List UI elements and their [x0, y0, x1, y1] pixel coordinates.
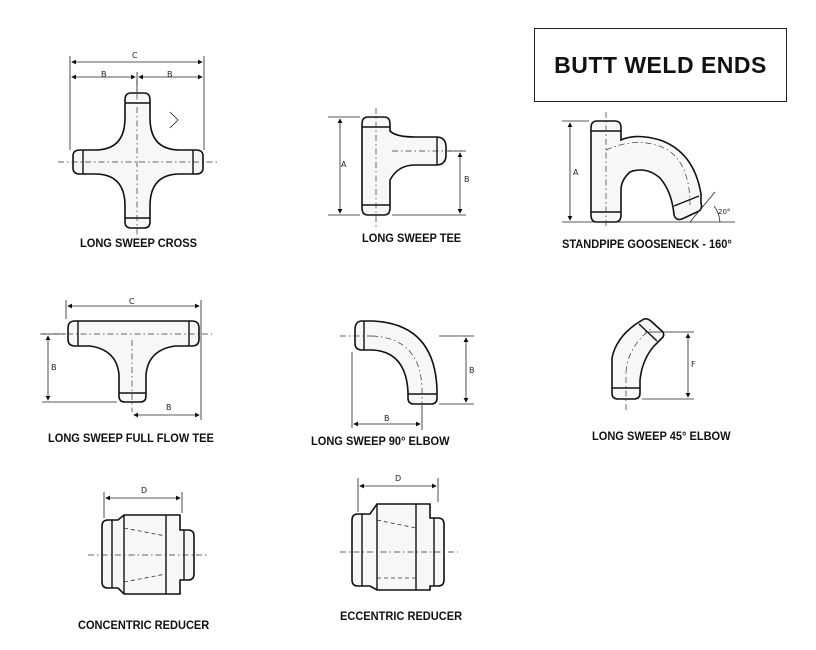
elbow-90-drawing	[340, 320, 474, 430]
cross-dim-b-right: B	[167, 70, 173, 79]
cross-dim-c: C	[132, 51, 138, 60]
gooseneck-dim-a: A	[573, 168, 579, 177]
page-title: BUTT WELD ENDS	[534, 28, 787, 102]
standpipe-gooseneck-drawing	[562, 112, 735, 228]
elbow-90-dim-b-right: B	[469, 366, 475, 375]
caption-standpipe-gooseneck: STANDPIPE GOOSENECK - 160°	[562, 237, 732, 251]
concentric-dim-d: D	[141, 486, 148, 495]
elbow-45-drawing	[611, 318, 694, 410]
elbow-45-dim-f: F	[691, 360, 696, 369]
elbow-90-dim-b-bottom: B	[384, 414, 390, 423]
caption-full-flow-tee: LONG SWEEP FULL FLOW TEE	[48, 431, 214, 445]
caption-eccentric-reducer: ECCENTRIC REDUCER	[340, 609, 463, 623]
tee-dim-a: A	[341, 160, 347, 169]
caption-long-sweep-cross: LONG SWEEP CROSS	[80, 236, 197, 250]
eccentric-dim-d: D	[395, 474, 402, 483]
concentric-reducer-drawing	[88, 492, 208, 595]
full-flow-tee-dim-b-left: B	[51, 363, 57, 372]
caption-elbow-90: LONG SWEEP 90° ELBOW	[311, 434, 450, 448]
cross-dim-b-left: B	[101, 70, 107, 79]
eccentric-reducer-drawing	[340, 478, 458, 591]
full-flow-tee-dim-b-bottom: B	[166, 403, 172, 412]
full-flow-tee-drawing	[40, 300, 212, 420]
caption-long-sweep-tee: LONG SWEEP TEE	[362, 231, 462, 245]
tee-dim-b: B	[464, 175, 470, 184]
caption-concentric-reducer: CONCENTRIC REDUCER	[78, 618, 210, 632]
gooseneck-dim-angle: 20°	[718, 208, 731, 216]
full-flow-tee-dim-c: C	[129, 297, 135, 306]
caption-elbow-45: LONG SWEEP 45° ELBOW	[592, 429, 731, 443]
long-sweep-tee-drawing	[328, 108, 466, 228]
long-sweep-cross-drawing	[58, 56, 218, 238]
